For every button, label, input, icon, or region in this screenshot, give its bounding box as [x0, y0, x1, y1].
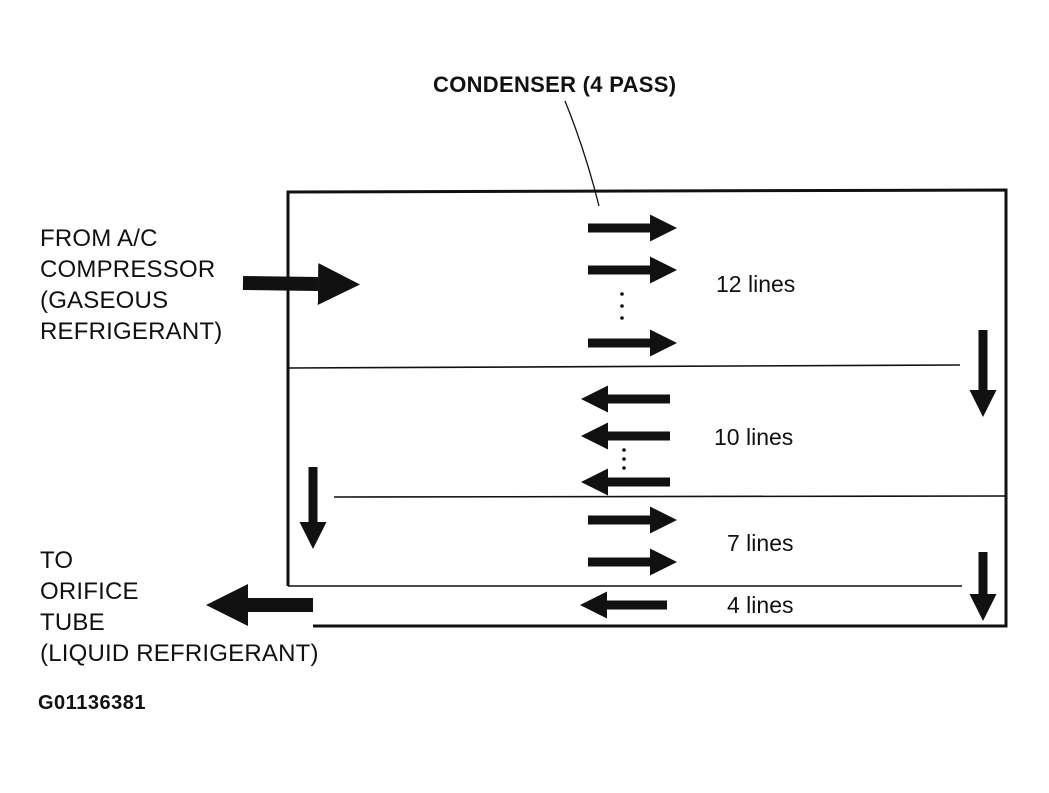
outlet-label: TO ORIFICE TUBE (LIQUID REFRIGERANT)	[40, 545, 319, 669]
inlet-label-line: (GASEOUS	[40, 287, 169, 314]
pass-4-count: 4 lines	[727, 592, 794, 618]
outlet-label-line: ORIFICE	[40, 578, 139, 605]
pass-2-count: 10 lines	[714, 424, 794, 450]
inlet-label-line: COMPRESSOR	[40, 256, 216, 283]
pass-divider-1	[287, 364, 961, 369]
figure-id: G01136381	[38, 692, 146, 714]
outlet-label-line: (LIQUID REFRIGERANT)	[40, 640, 319, 667]
pass-divider-2	[333, 495, 1007, 498]
title-leader-line	[564, 100, 600, 207]
pass-1-ellipsis	[620, 292, 624, 320]
inlet-arrow	[242, 263, 360, 305]
pass-1-count: 12 lines	[716, 271, 796, 297]
inlet-label-line: REFRIGERANT)	[40, 318, 223, 345]
outlet-label-line: TUBE	[40, 609, 105, 636]
outlet-label-line: TO	[40, 547, 74, 574]
inlet-label-line: FROM A/C	[40, 225, 158, 252]
inlet-label: FROM A/C COMPRESSOR (GASEOUS REFRIGERANT…	[40, 223, 222, 347]
pass-2-ellipsis	[622, 448, 626, 470]
diagram-title: CONDENSER (4 PASS)	[433, 72, 677, 97]
condenser-outline	[286, 188, 1008, 628]
pass-3-count: 7 lines	[727, 530, 794, 556]
